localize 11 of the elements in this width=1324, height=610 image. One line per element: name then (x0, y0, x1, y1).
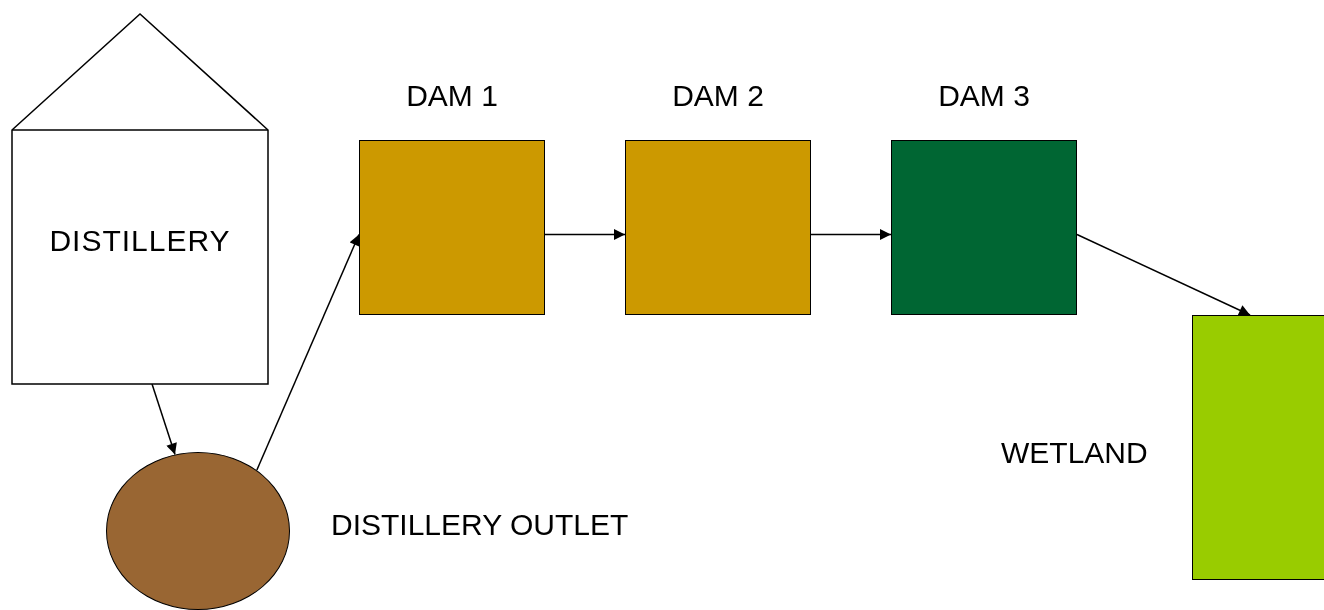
node-caption: DISTILLERY OUTLET (331, 508, 629, 542)
dam-label: DAM 1 (406, 79, 498, 113)
node-caption: WETLAND (1001, 436, 1148, 470)
arrow (810, 229, 892, 240)
arrow (544, 229, 626, 240)
dam-label: DAM 2 (672, 79, 764, 113)
building-label: DISTILLERY (49, 224, 231, 258)
dam-label: DAM 3 (938, 79, 1030, 113)
arrow (151, 383, 177, 456)
arrow (256, 233, 360, 471)
arrow (1076, 233, 1251, 316)
